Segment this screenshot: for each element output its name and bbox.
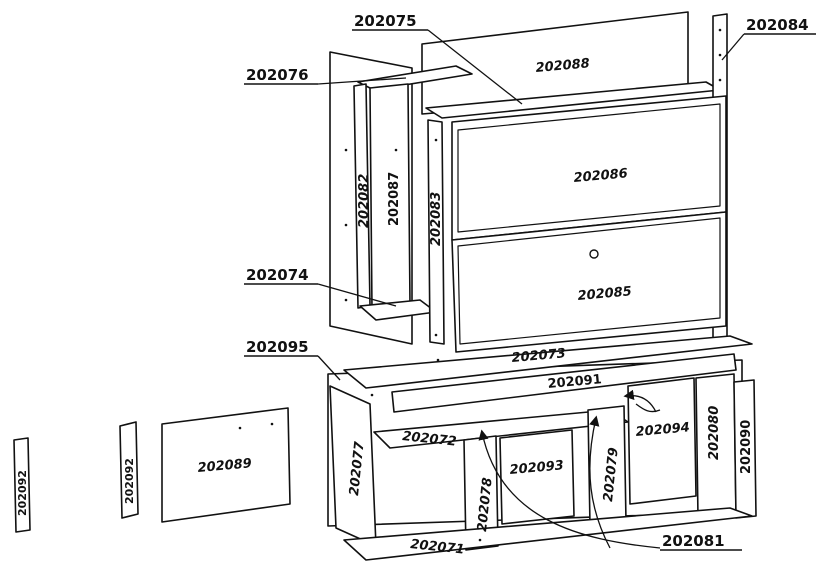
label-202080: 202080 — [707, 406, 722, 460]
rail-202091 — [391, 353, 737, 413]
hole — [394, 148, 398, 152]
label-202078: 202078 — [475, 477, 496, 533]
shelf-202076 — [357, 65, 473, 91]
strip-202092-b — [119, 421, 139, 519]
hole — [344, 148, 348, 152]
hole — [718, 28, 722, 32]
base-bottom-202071 — [343, 507, 753, 561]
upright-202083 — [427, 119, 445, 345]
hole — [436, 358, 440, 362]
callout-202095-leader — [317, 355, 341, 381]
callout-202081: 202081 — [662, 532, 725, 550]
hole — [434, 333, 438, 337]
hole — [344, 298, 348, 302]
callout-202076: 202076 — [246, 66, 309, 84]
label-202071: 202071 — [410, 537, 466, 558]
label-202072: 202072 — [402, 429, 458, 450]
callout-202074: 202074 — [246, 266, 309, 284]
label-202079: 202079 — [601, 447, 622, 503]
label-202087: 202087 — [387, 172, 402, 226]
label-202086: 202086 — [573, 166, 628, 186]
panel-202090 — [733, 379, 757, 519]
label-202083: 202083 — [429, 192, 444, 246]
label-202093: 202093 — [509, 458, 564, 478]
panel-202089 — [161, 407, 291, 523]
cable-hole — [589, 249, 599, 259]
front-panel-202085-face — [457, 217, 721, 345]
arrow-202094 — [623, 389, 657, 413]
base-top-202073 — [343, 335, 753, 389]
label-202089: 202089 — [197, 456, 252, 476]
hole — [270, 422, 274, 426]
label-202088: 202088 — [535, 56, 590, 76]
panel-202093 — [499, 429, 575, 525]
hole — [238, 426, 242, 430]
label-202094: 202094 — [635, 420, 690, 440]
hole — [344, 223, 348, 227]
arrow-202081-b — [589, 415, 611, 549]
callout-202075: 202075 — [354, 12, 417, 30]
label-202077: 202077 — [347, 440, 368, 496]
strip-202092-a — [13, 437, 31, 533]
hole — [718, 53, 722, 57]
label-202092-a: 202092 — [16, 470, 29, 516]
label-202082: 202082 — [357, 174, 372, 228]
hole — [718, 78, 722, 82]
hole — [370, 393, 374, 397]
callout-202075-leader — [427, 29, 523, 105]
callout-202084-leader — [721, 33, 745, 61]
label-202085: 202085 — [577, 284, 632, 304]
callout-202084: 202084 — [746, 16, 809, 34]
label-202073: 202073 — [511, 346, 566, 366]
hole — [478, 538, 482, 542]
callout-202076-leader — [317, 77, 407, 85]
label-202091: 202091 — [547, 372, 602, 392]
callout-202095: 202095 — [246, 338, 309, 356]
arrow-202081-a — [478, 429, 661, 549]
label-202090: 202090 — [739, 420, 754, 474]
callout-202074-leader — [317, 283, 397, 307]
hole — [434, 138, 438, 142]
label-202092-b: 202092 — [123, 458, 136, 504]
front-panel-202086-face — [457, 103, 721, 233]
arrow-202094-b — [635, 403, 661, 413]
